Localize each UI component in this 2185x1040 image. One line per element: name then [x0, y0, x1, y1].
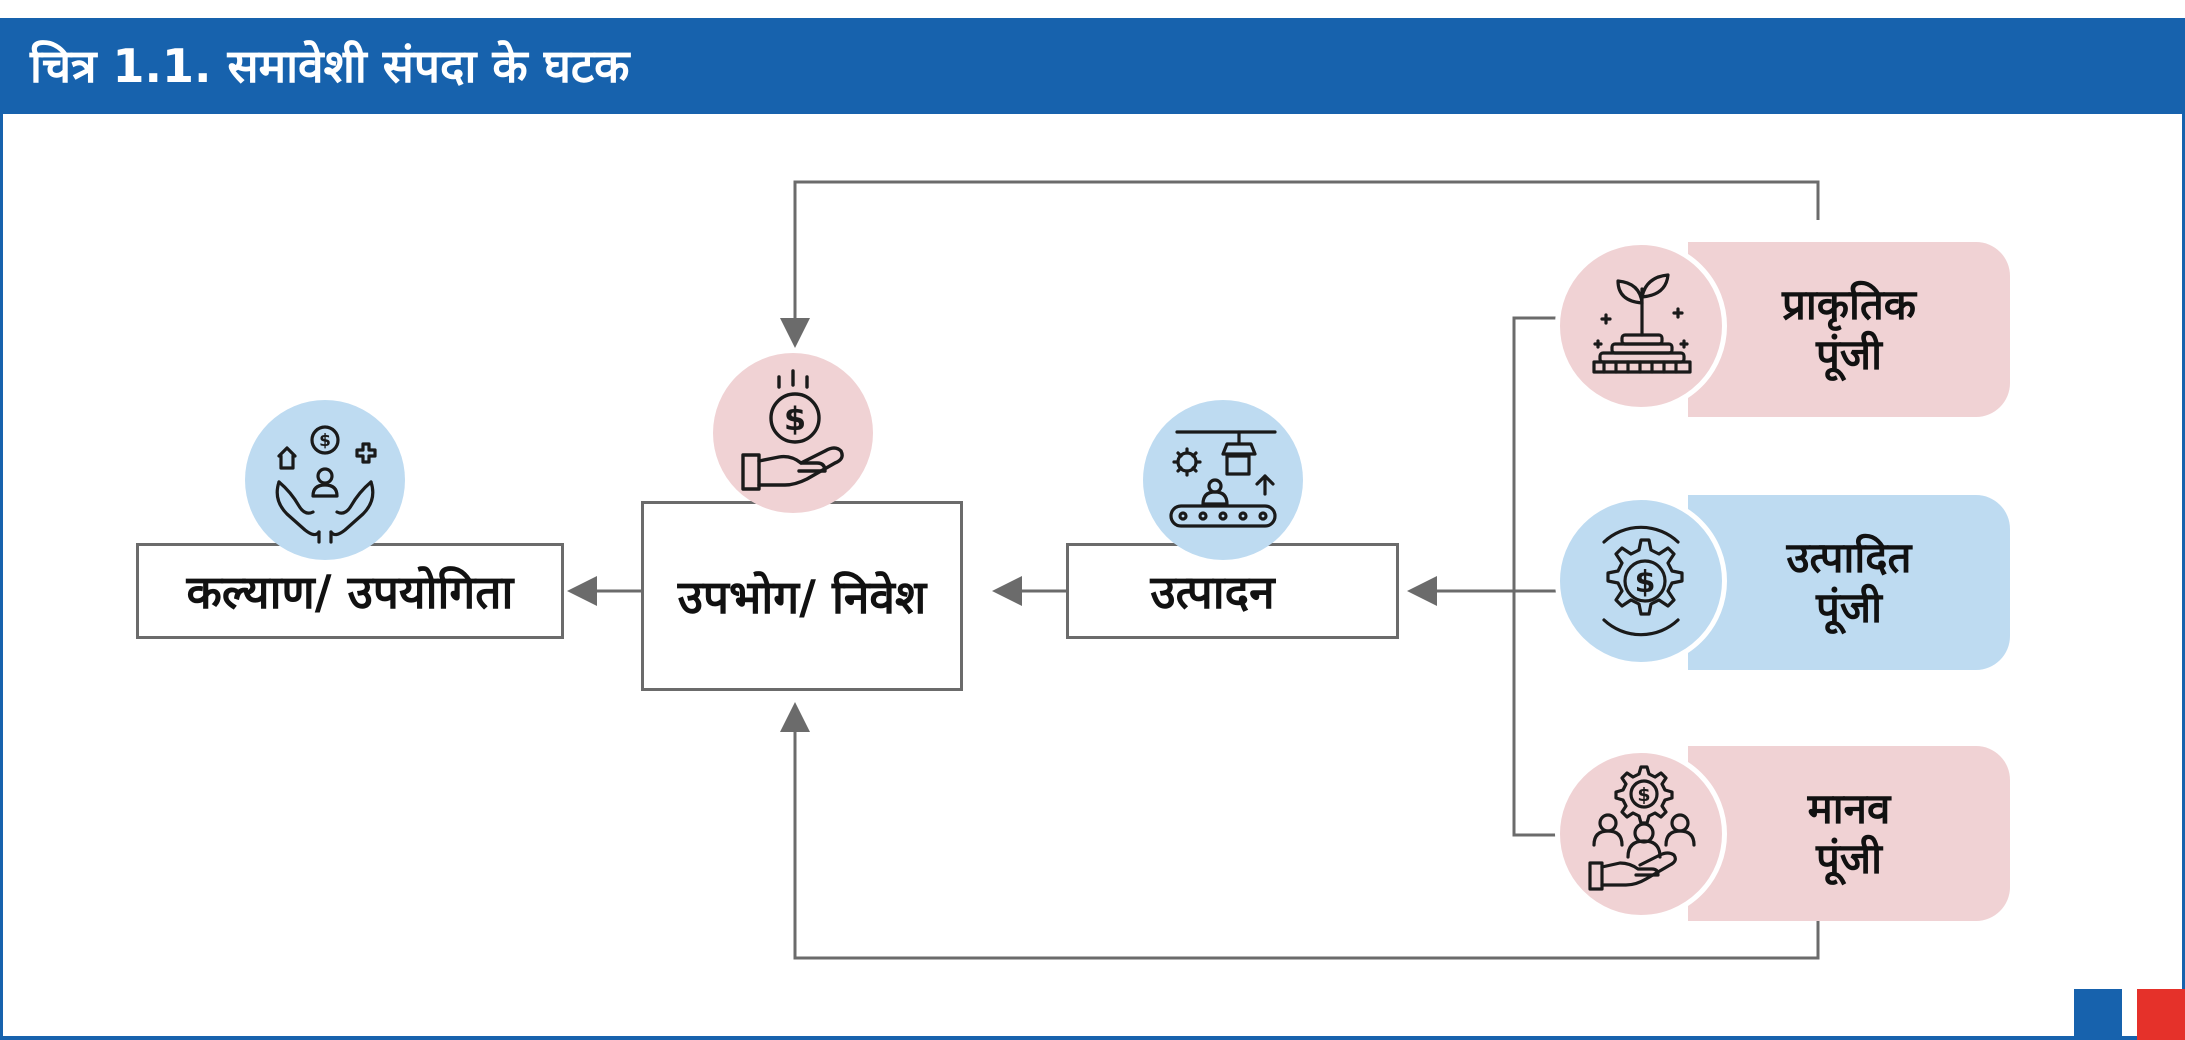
human-capital-line1: मानव	[1807, 783, 1891, 833]
figure-title: चित्र 1.1. समावेशी संपदा के घटक	[30, 39, 630, 93]
top-feedback-line	[780, 180, 1820, 348]
svg-text:$: $	[319, 431, 331, 451]
plant-coins-icon	[1555, 240, 1727, 412]
produced-capital-line1: उत्पादित	[1786, 532, 1912, 582]
produced-capital-card: उत्पादित पूंजी	[1688, 495, 2010, 670]
gear-dollar-icon: $	[1555, 495, 1727, 667]
capital-bracket-line	[1512, 316, 1560, 837]
svg-text:$: $	[1635, 565, 1656, 600]
natural-capital-line1: प्राकृतिक	[1781, 279, 1917, 329]
produced-capital-line2: पूंजी	[1816, 582, 1882, 632]
natural-capital-line2: पूंजी	[1816, 329, 1882, 379]
welfare-label: कल्याण/ उपयोगिता	[186, 565, 514, 619]
production-box: उत्पादन	[1066, 543, 1399, 639]
consumption-label: उपभोग/ निवेश	[677, 570, 927, 624]
human-capital-line2: पूंजी	[1816, 833, 1882, 883]
title-bar: चित्र 1.1. समावेशी संपदा के घटक	[0, 18, 2185, 114]
corner-block-blue	[2074, 989, 2122, 1040]
people-gear-dollar-icon: $	[1555, 748, 1727, 920]
corner-block-red	[2137, 989, 2185, 1040]
consumption-box: उपभोग/ निवेश	[641, 501, 963, 691]
bottom-feedback-line	[780, 702, 1820, 960]
natural-capital-card: प्राकृतिक पूंजी	[1688, 242, 2010, 417]
hands-welfare-icon: $	[245, 400, 405, 560]
human-capital-card: मानव पूंजी	[1688, 746, 2010, 921]
svg-text:$: $	[784, 400, 806, 438]
production-label: उत्पादन	[1150, 565, 1275, 619]
coin-hand-icon: $	[713, 353, 873, 513]
figure-frame	[0, 114, 2185, 1040]
welfare-box: कल्याण/ उपयोगिता	[136, 543, 564, 639]
conveyor-belt-icon	[1143, 400, 1303, 560]
svg-text:$: $	[1637, 784, 1650, 806]
